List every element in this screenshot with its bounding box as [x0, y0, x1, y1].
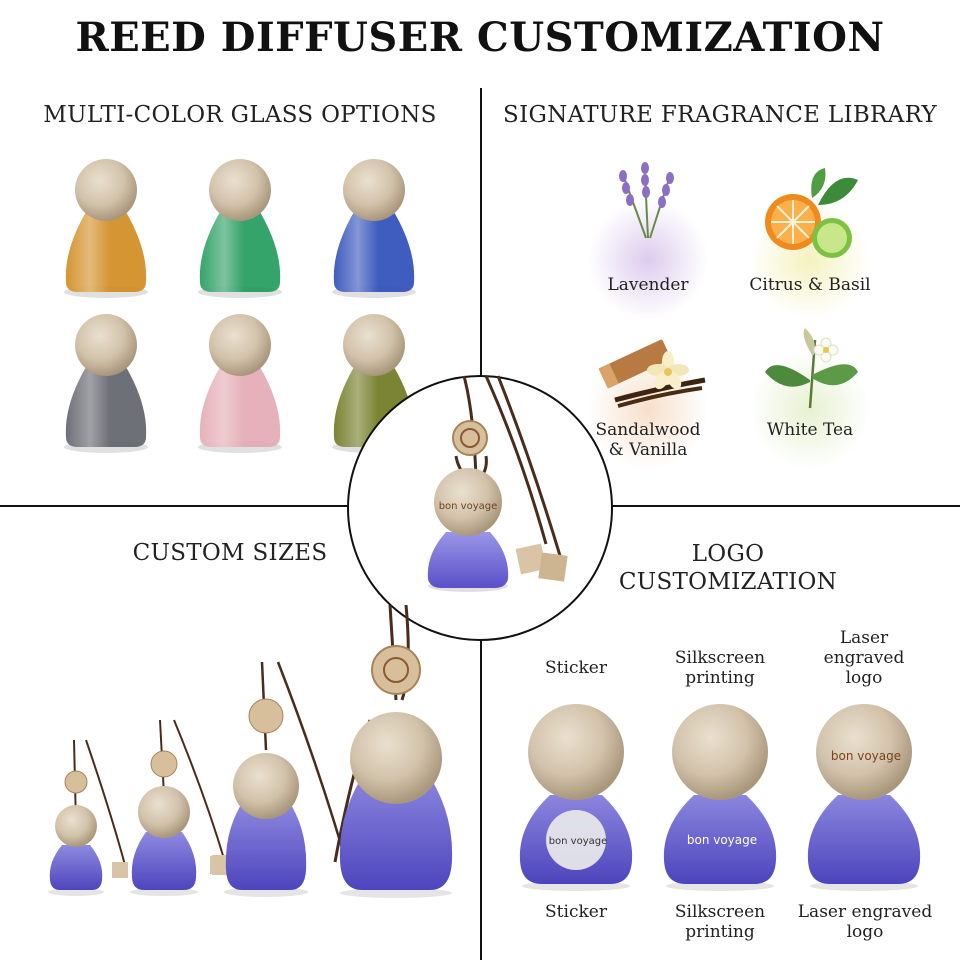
fragrance-label-lavender: Lavender [607, 275, 689, 295]
logo-heading-line-2: CUSTOMIZATION [618, 569, 838, 595]
fragrance-label-sandalwood-vanilla: Sandalwood & Vanilla [578, 420, 718, 460]
silkscreen-bottom-line-2: printing [685, 922, 755, 942]
fragrance-library-heading: SIGNATURE FRAGRANCE LIBRARY [503, 102, 937, 128]
fragrance-label-citrus-basil: Citrus & Basil [749, 275, 871, 295]
center-product-circle: bon voyage [347, 375, 613, 641]
logo-option-bottom-sticker: Sticker [508, 902, 644, 922]
silkscreen-top-line-2: printing [685, 668, 755, 688]
laser-top-line-1: Laser [839, 628, 889, 648]
page-title: REED DIFFUSER CUSTOMIZATION [75, 14, 885, 61]
vertical-divider-bottom [480, 638, 482, 960]
size-xs-bottle [48, 739, 128, 896]
horizontal-divider-left [0, 505, 350, 507]
logo-option-bottom-laser: Laser engraved logo [790, 902, 940, 942]
vertical-divider-top [480, 88, 482, 378]
laser-bottom-line-1: Laser engraved [797, 902, 933, 922]
sandalwood-vanilla-icon [598, 339, 706, 408]
custom-sizes-illustration [48, 604, 453, 898]
logo-option-top-sticker: Sticker [508, 658, 644, 678]
sandalwood-line-1: Sandalwood [595, 420, 701, 440]
logo-option-bottom-silkscreen: Silkscreen printing [652, 902, 788, 942]
silkscreen-bottle: bon voyage [663, 704, 777, 891]
smoke-gray-bottle [64, 314, 148, 453]
sticker-top-line-1: Sticker [545, 658, 607, 678]
laser-top-line-2: engraved [823, 648, 905, 668]
logo-option-top-silkscreen: Silkscreen printing [652, 648, 788, 688]
logo-heading-line-1: LOGO [691, 541, 765, 567]
logo-options-bottles: bon voyage bon voyage bon voyage [519, 704, 921, 891]
logo-customization-heading: LOGO CUSTOMIZATION [500, 540, 956, 596]
pink-bottle [198, 314, 282, 453]
white-tea-icon [765, 328, 858, 409]
size-l-bottle [333, 604, 453, 898]
laser-brand-text: bon voyage [831, 749, 901, 763]
emerald-bottle [198, 159, 282, 298]
laser-top-line-3: logo [845, 668, 883, 688]
sandalwood-line-2: & Vanilla [608, 440, 688, 460]
laser-engraved-bottle: bon voyage [807, 704, 921, 891]
center-brand-text: bon voyage [439, 501, 498, 512]
size-m-bottle [212, 661, 352, 897]
fragrance-icons [588, 162, 870, 470]
amber-bottle [64, 159, 148, 298]
silkscreen-brand-text: bon voyage [687, 833, 757, 847]
laser-bottom-line-2: logo [846, 922, 884, 942]
silkscreen-bottom-line-1: Silkscreen [674, 902, 766, 922]
sticker-bottom-line-1: Sticker [545, 902, 607, 922]
glass-options-heading: MULTI-COLOR GLASS OPTIONS [43, 102, 437, 128]
citrus-basil-icon [765, 168, 858, 258]
fragrance-label-white-tea: White Tea [766, 420, 854, 440]
horizontal-divider-right [612, 505, 960, 507]
silkscreen-top-line-1: Silkscreen [674, 648, 766, 668]
blue-bottle [332, 159, 416, 298]
glass-color-grid [64, 159, 416, 453]
sticker-brand-text: bon voyage [549, 836, 608, 847]
custom-sizes-heading: CUSTOM SIZES [132, 540, 328, 566]
logo-option-top-laser: Laser engraved logo [796, 628, 932, 688]
lavender-icon [619, 162, 674, 239]
sticker-bottle: bon voyage [519, 704, 633, 891]
